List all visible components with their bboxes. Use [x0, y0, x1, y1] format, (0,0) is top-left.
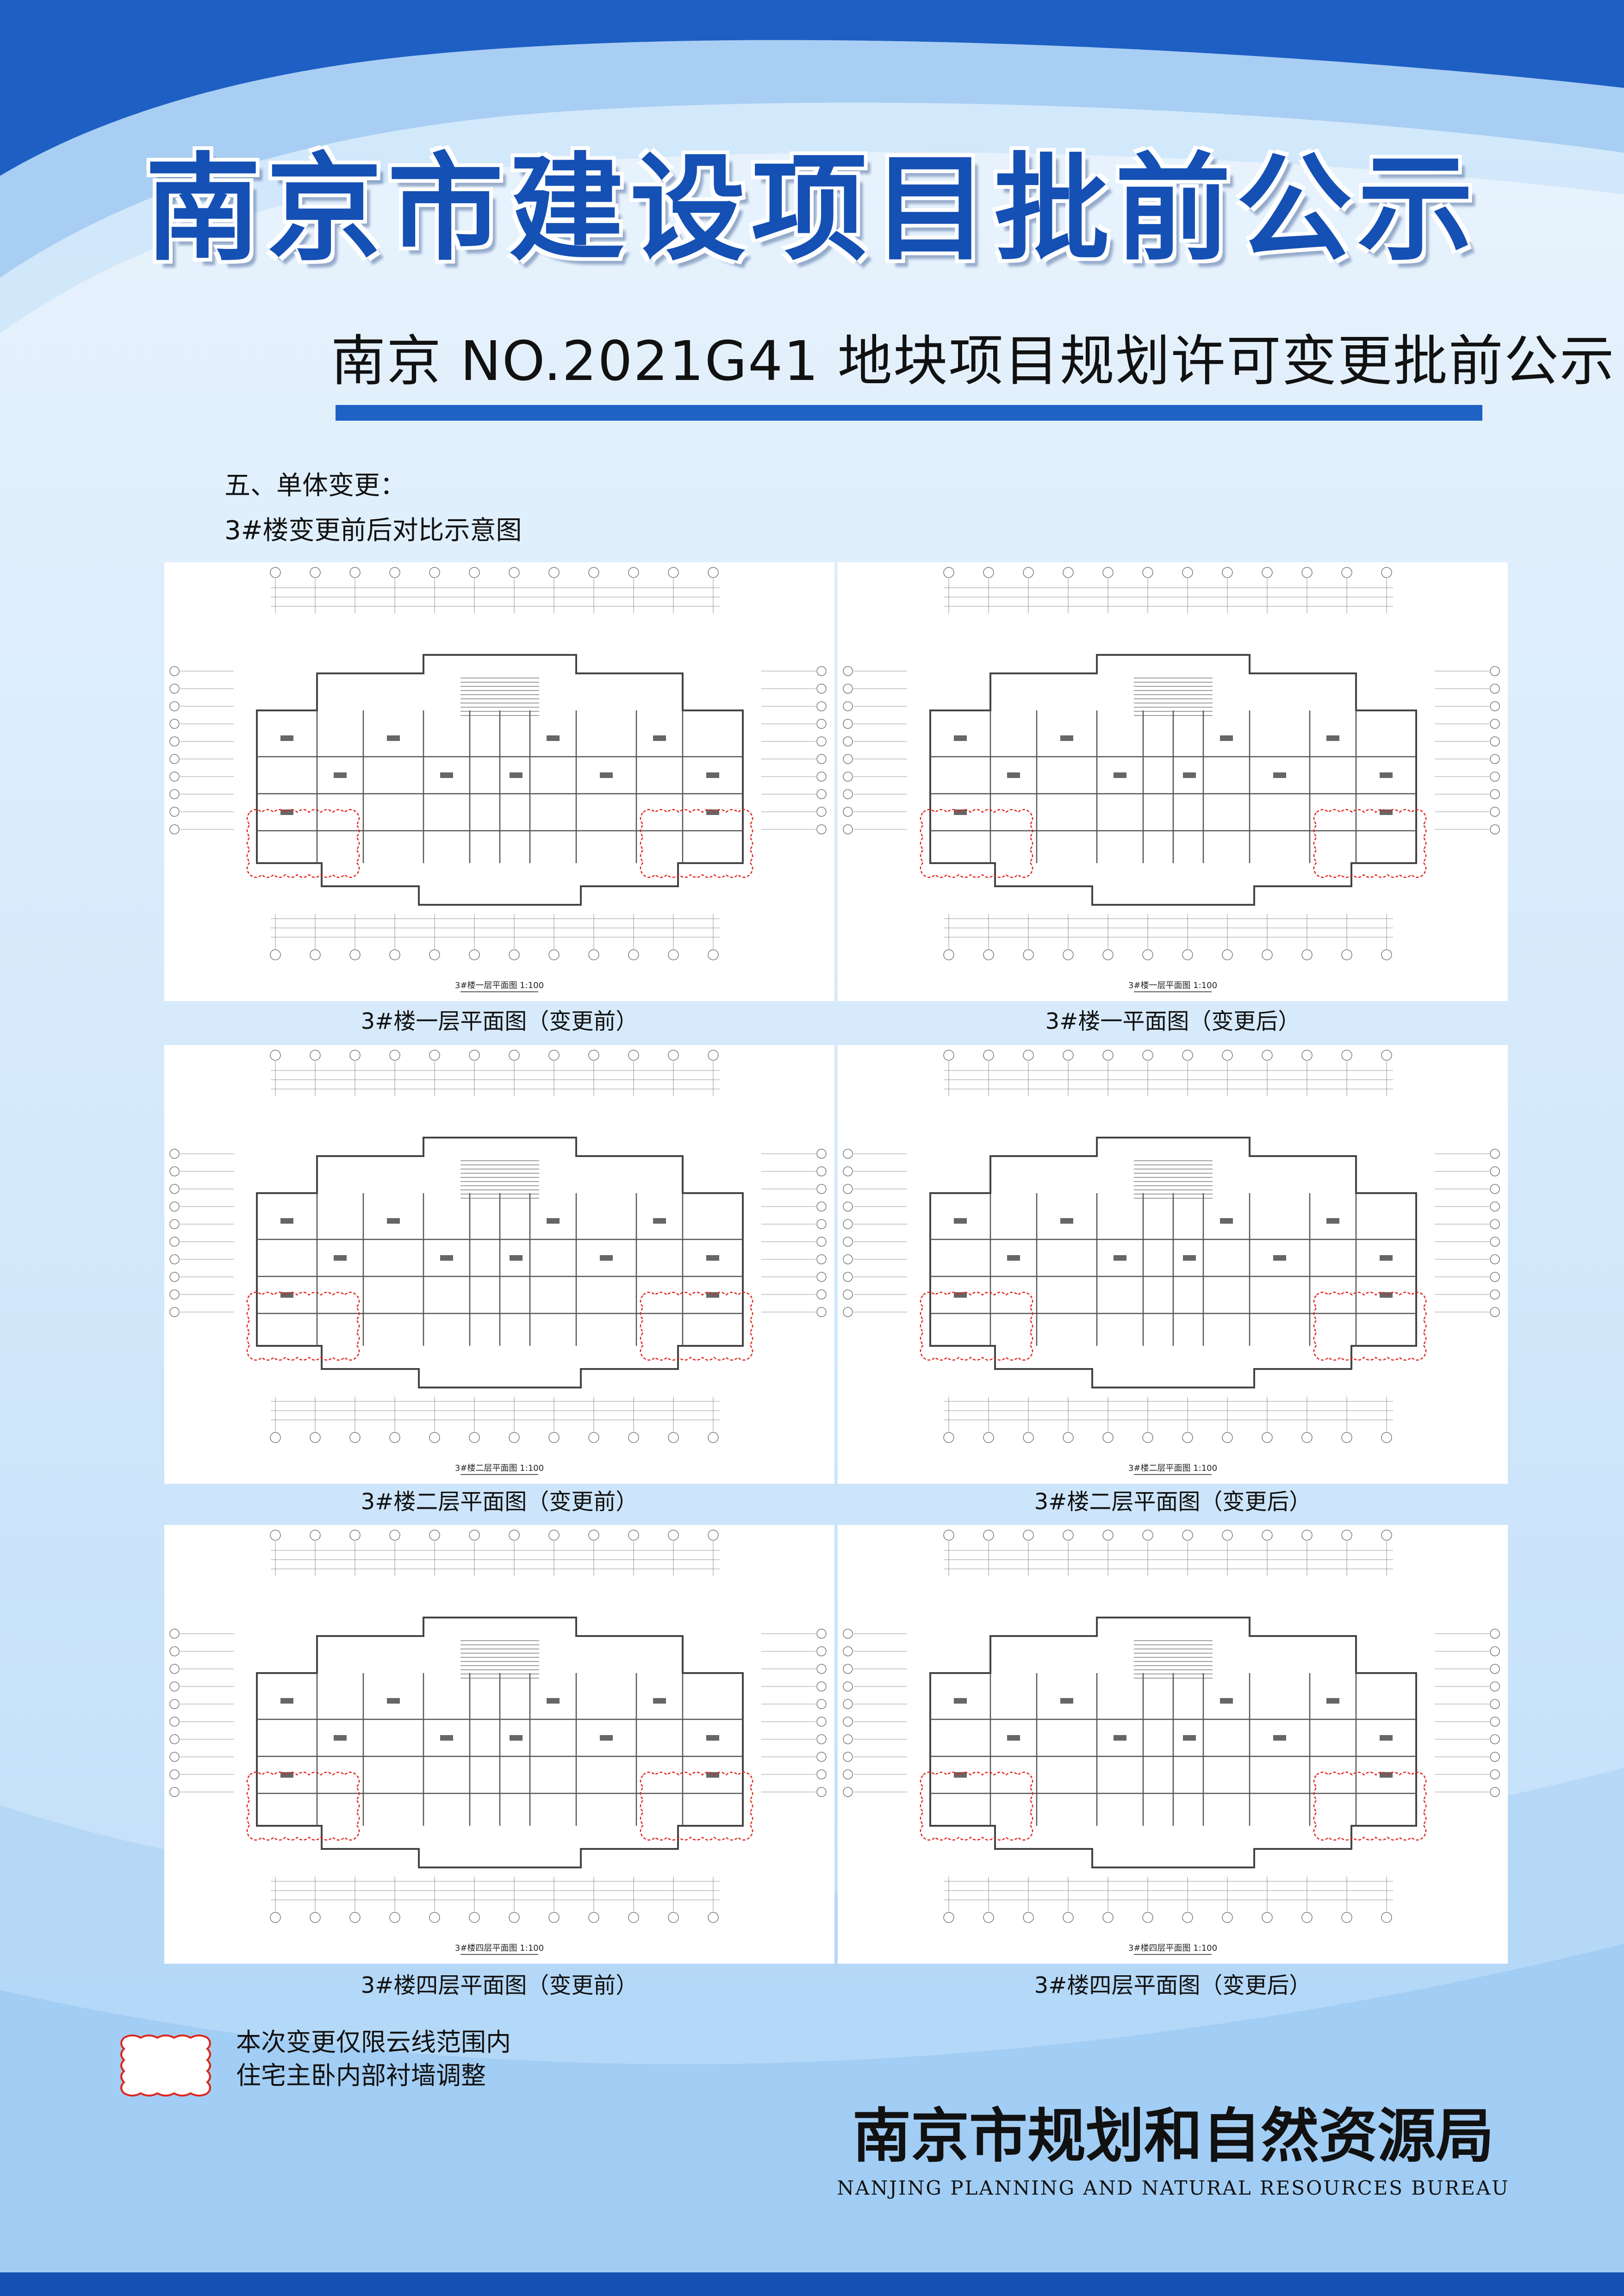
floor-plan-drawing: 3#楼一层平面图 1:100 [843, 567, 1500, 992]
caption-2f-before: 3#楼二层平面图（变更前） [361, 1489, 638, 1515]
sub-title: 南京 NO.2021G41 地块项目规划许可变更批前公示 [331, 329, 1615, 393]
section-subheading: 3#楼变更前后对比示意图 [224, 516, 522, 546]
floor-plan-drawing: 3#楼四层平面图 1:100 [169, 1530, 827, 1955]
floor-plan-4f-before: 3#楼四层平面图 1:100 [164, 1525, 834, 1964]
legend-line-2: 住宅主卧内部衬墙调整 [236, 2061, 486, 2090]
drawing-label: 3#楼二层平面图 1:100 [1128, 1463, 1217, 1473]
caption-4f-before: 3#楼四层平面图（变更前） [361, 1972, 638, 1998]
drawing-label: 3#楼二层平面图 1:100 [455, 1463, 544, 1473]
caption-4f-after: 3#楼四层平面图（变更后） [1034, 1972, 1312, 1998]
floor-plan-1f-before: 3#楼一层平面图 1:100 [164, 562, 834, 1001]
caption-1f-after: 3#楼一平面图（变更后） [1045, 1008, 1300, 1034]
floor-plan-drawing: 3#楼二层平面图 1:100 [843, 1050, 1500, 1475]
floor-plan-2f-after: 3#楼二层平面图 1:100 [838, 1045, 1508, 1484]
floor-plan-1f-after: 3#楼一层平面图 1:100 [838, 562, 1508, 1001]
organization-name-cn: 南京市规划和自然资源局 [852, 2102, 1494, 2170]
organization-name-en: NANJING PLANNING AND NATURAL RESOURCES B… [837, 2177, 1510, 2199]
floor-plan-4f-after: 3#楼四层平面图 1:100 [838, 1525, 1508, 1964]
bottom-bar [0, 2272, 1624, 2296]
caption-1f-before: 3#楼一层平面图（变更前） [361, 1008, 638, 1034]
drawing-label: 3#楼四层平面图 1:100 [1128, 1943, 1217, 1953]
floor-plan-2f-before: 3#楼二层平面图 1:100 [164, 1045, 834, 1484]
drawing-label: 3#楼一层平面图 1:100 [1128, 981, 1217, 990]
legend-line-1: 本次变更仅限云线范围内 [236, 2028, 511, 2057]
caption-2f-after: 3#楼二层平面图（变更后） [1034, 1489, 1312, 1515]
title-underline-bar [336, 405, 1482, 421]
drawing-label: 3#楼一层平面图 1:100 [455, 981, 544, 990]
section-heading: 五、单体变更： [224, 471, 406, 501]
floor-plan-drawing: 3#楼四层平面图 1:100 [843, 1530, 1500, 1955]
main-title: 南京市建设项目批前公示 [145, 140, 1479, 276]
floor-plan-drawing: 3#楼二层平面图 1:100 [169, 1050, 827, 1475]
floor-plan-drawing: 3#楼一层平面图 1:100 [169, 567, 827, 992]
cloud-line-legend-icon [120, 2035, 211, 2097]
drawing-label: 3#楼四层平面图 1:100 [455, 1943, 544, 1953]
